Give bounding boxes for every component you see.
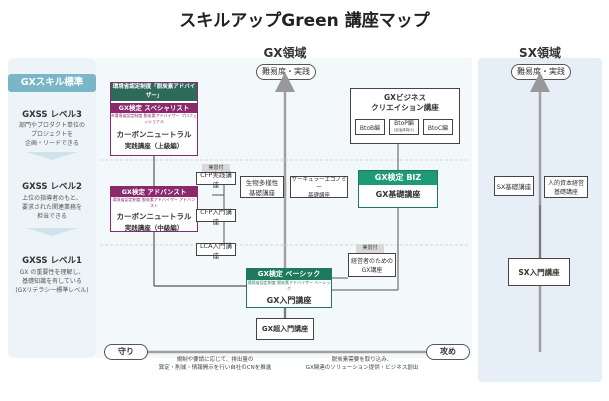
gov-certification-tag: 環境省認定制度「脱炭素アドバイザー」 <box>111 83 197 101</box>
defense-label: 守り <box>104 344 148 360</box>
defense-description: 規制や要請に応じて、排出量の算定・削減・情報開示を行い自社のCNを推進 <box>158 357 272 371</box>
advanced-exam-sub: 環境省認定制度 脱炭素アドバイザー アドバンスト <box>112 197 196 208</box>
offense-description: 脱炭素需要を取り込み、GX関連のソリューション提供・ビジネス創出 <box>305 357 419 371</box>
sx-basic-course[interactable]: SX基礎講座 <box>494 176 534 196</box>
cfp-intro-course[interactable]: CFP入門講座 <box>196 208 236 226</box>
btob-module[interactable]: BtoB編 <box>355 119 385 135</box>
basic-exam-sub: 環境省認定制度 脱炭素アドバイザー ベーシック <box>247 280 331 291</box>
specialist-exam-sub: ※環境省認定制度 脱炭素アドバイザー プロフェッショナル <box>111 113 197 124</box>
basic-course-card[interactable]: GX検定 ベーシック 環境省認定制度 脱炭素アドバイザー ベーシック GX入門講… <box>246 268 332 308</box>
level3-title: GXSS レベル3 <box>22 110 82 120</box>
specialist-exam-label: GX検定 スペシャリスト <box>111 103 197 113</box>
gx-biz-exam-label: GX検定 BIZ <box>359 171 437 185</box>
biodiversity-course[interactable]: 生物多様性基礎講座 <box>240 176 284 198</box>
practice-tag-managers: 実習付 <box>356 244 384 253</box>
gx-business-title: GXビジネスクリエイション講座 <box>371 93 439 112</box>
page-title: スキルアップGreen 講座マップ <box>179 11 430 31</box>
level1-desc: GX の重要性を理解し、基礎知識を有している(GXリテラシー標準レベル) <box>15 269 89 294</box>
advanced-course-name: カーボンニュートラル <box>116 212 192 221</box>
gx-intro-course-name: GX入門講座 <box>266 296 312 305</box>
btoc-module[interactable]: BtoC編 <box>423 119 453 135</box>
advanced-course-card[interactable]: GX検定 アドバンスト 環境省認定制度 脱炭素アドバイザー アドバンスト カーボ… <box>110 186 198 232</box>
gx-super-intro-course[interactable]: GX超入門講座 <box>256 318 314 340</box>
sx-intro-course[interactable]: SX入門講座 <box>508 258 570 286</box>
gx-biz-course-card[interactable]: GX検定 BIZ GX基礎講座 <box>358 170 438 208</box>
gx-area-heading: GX領域 <box>263 46 307 60</box>
level-chevron <box>26 228 78 236</box>
gx-basic-course-name: GX基礎講座 <box>375 190 421 199</box>
advanced-exam-label: GX検定 アドバンスト <box>111 187 197 197</box>
level1-title: GXSS レベル1 <box>22 256 82 266</box>
basic-exam-label: GX検定 ベーシック <box>247 269 331 280</box>
specialist-course-sub: 実践講座（上級編） <box>124 142 184 150</box>
cfp-practice-course[interactable]: CFP実践講座 <box>196 171 236 189</box>
gx-business-course-card[interactable]: GXビジネスクリエイション講座 BtoB編 BtoP編(自治体向け) BtoC編 <box>350 88 460 144</box>
level3-desc: 部門やプロダクト単位のプロジェクトを企画・リードできる <box>18 122 85 147</box>
level2-desc: 上位の指導者のもと、要求された関連業務を担当できる <box>21 195 82 220</box>
advanced-course-sub: 実践講座（中級編） <box>124 224 184 232</box>
level-chevron <box>26 152 78 160</box>
level2-title: GXSS レベル2 <box>22 182 82 192</box>
skill-standard-panel <box>8 58 96 358</box>
btop-module[interactable]: BtoP編(自治体向け) <box>389 119 419 135</box>
skill-standard-heading: GXスキル標準 <box>8 74 96 92</box>
specialist-course-name: カーボンニュートラル <box>116 130 192 139</box>
circular-economy-course[interactable]: サーキュラーエコノミー基礎講座 <box>290 176 348 199</box>
specialist-course-card[interactable]: 環境省認定制度「脱炭素アドバイザー」 GX検定 スペシャリスト ※環境省認定制度… <box>110 82 198 156</box>
practice-tag: 実習付 <box>202 164 230 173</box>
sx-area-heading: SX領域 <box>519 46 561 60</box>
offense-label: 攻め <box>426 344 470 360</box>
lca-intro-course[interactable]: LCA入門講座 <box>196 242 236 260</box>
human-capital-course[interactable]: 人的資本経営基礎講座 <box>544 176 588 198</box>
